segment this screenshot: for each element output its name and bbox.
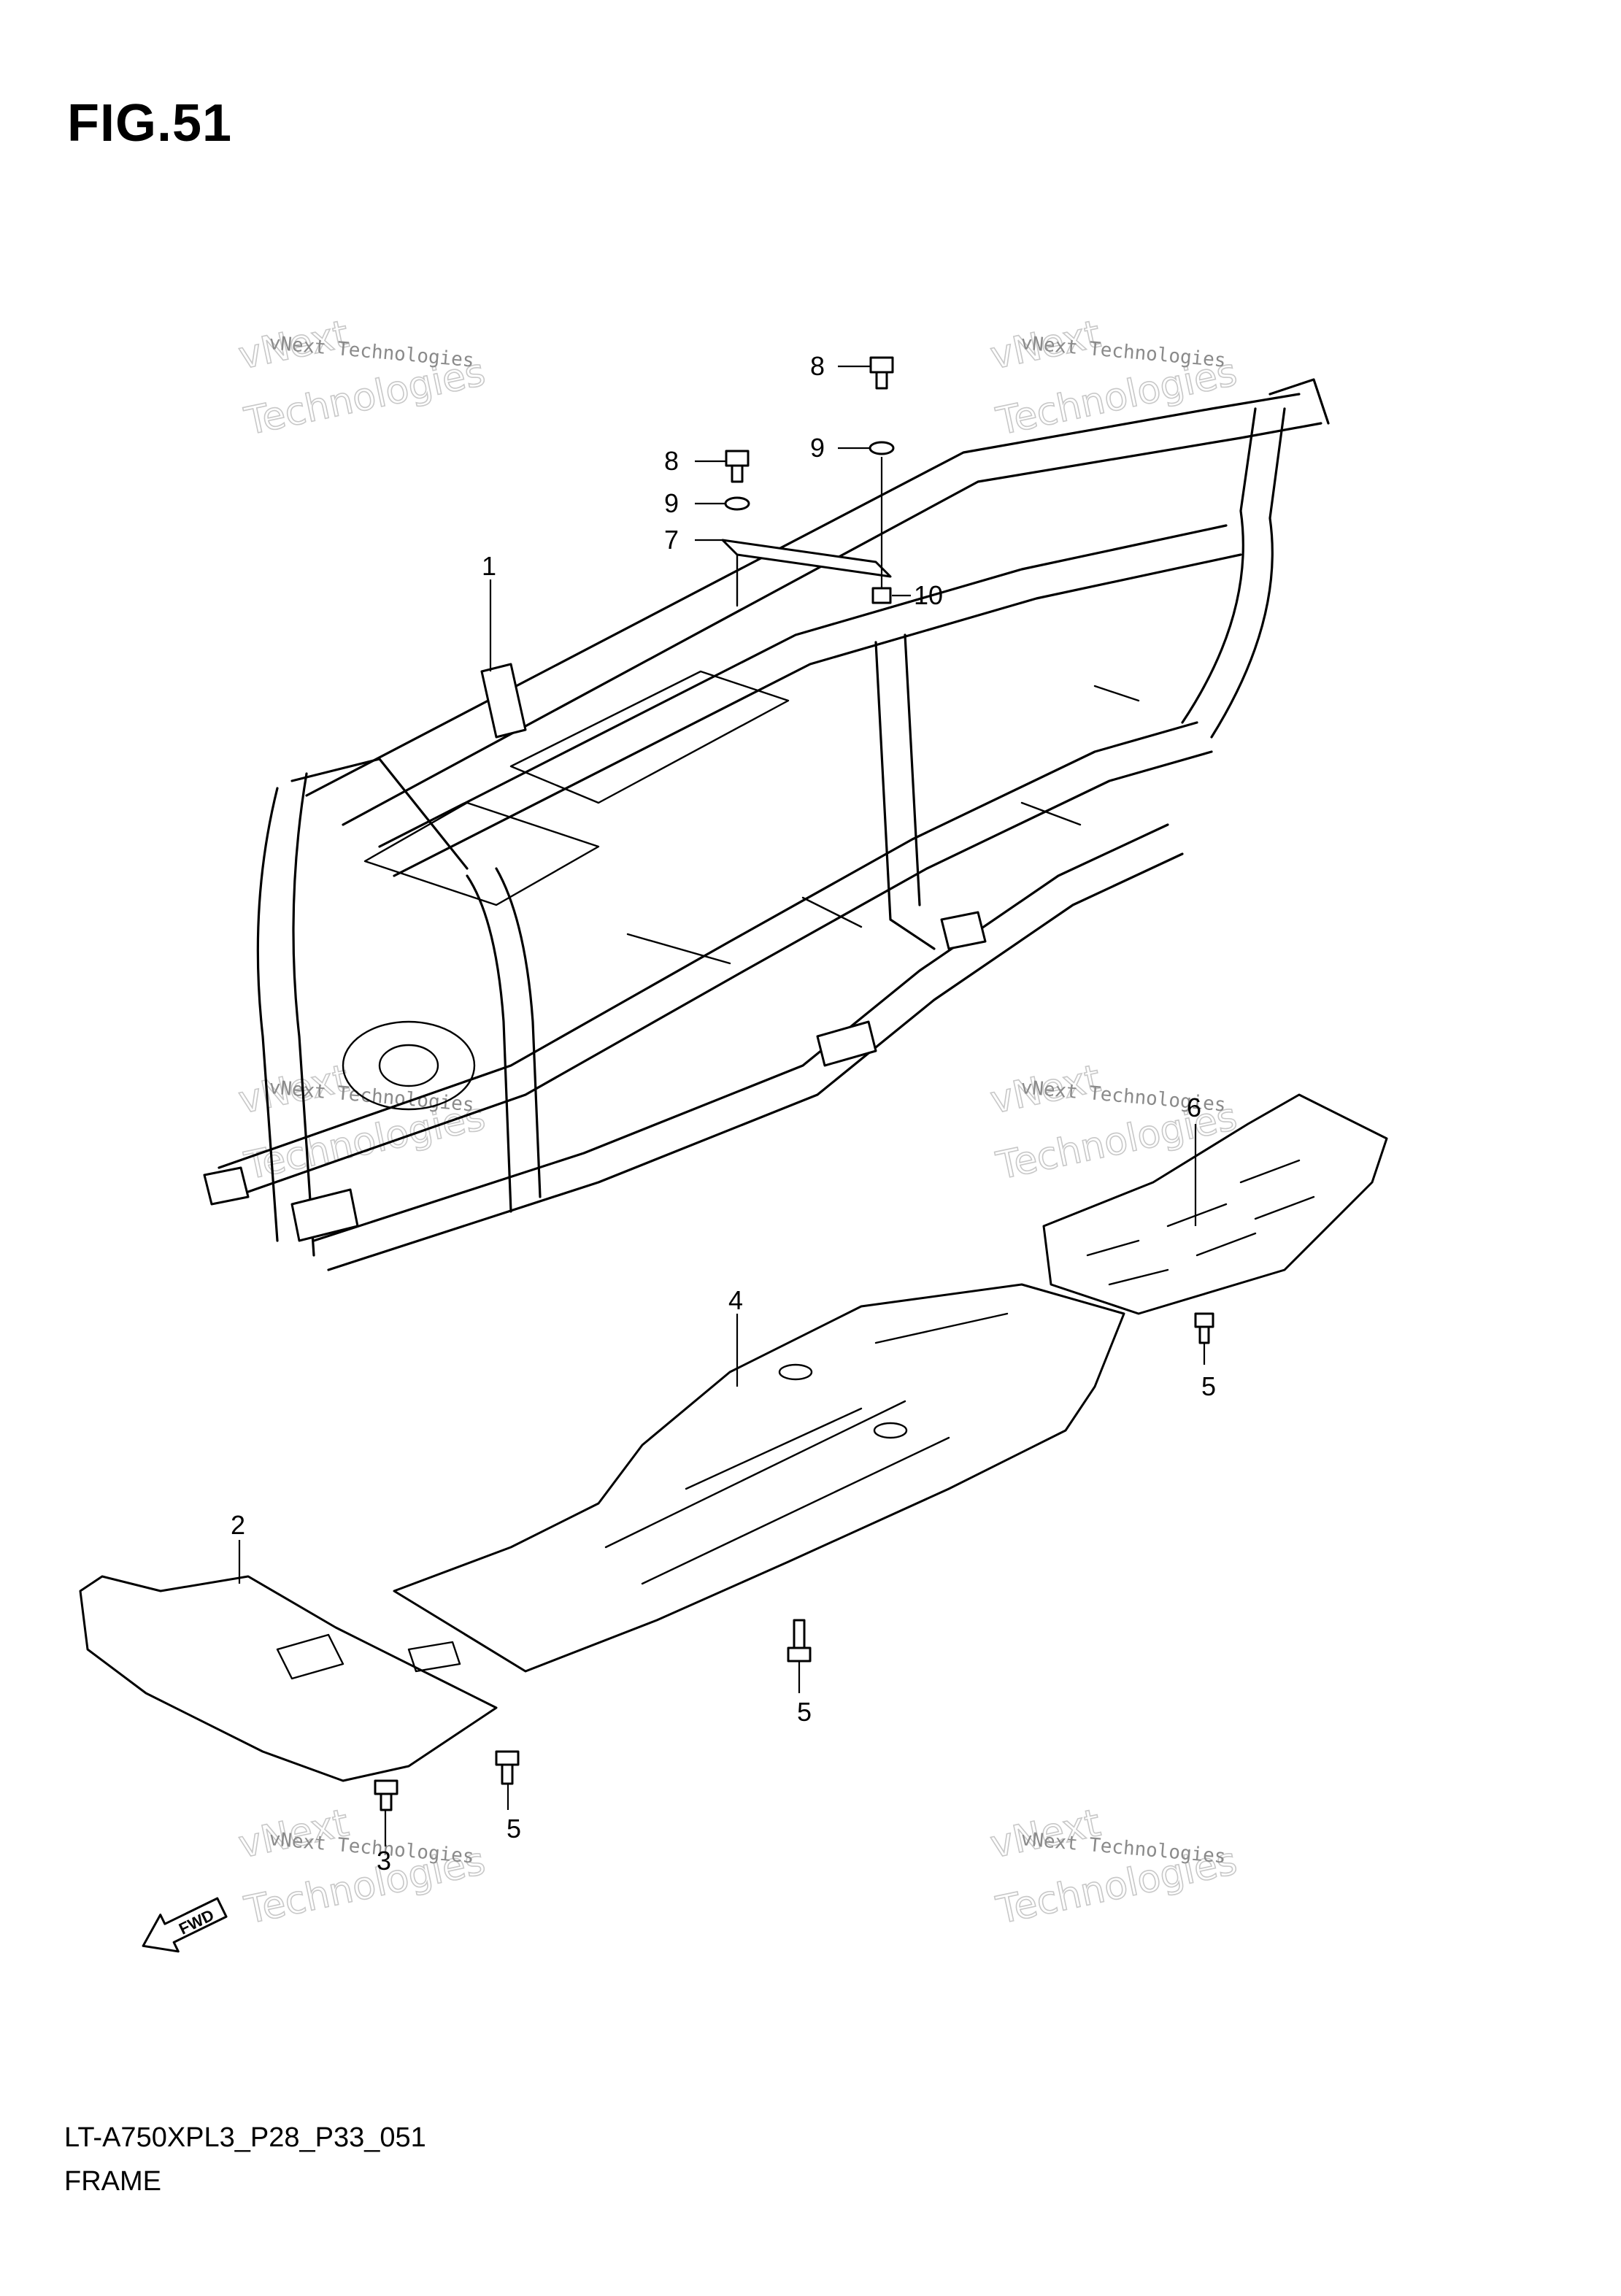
callout-4: 4: [728, 1285, 743, 1315]
callout-2: 2: [231, 1510, 245, 1540]
washer-9-right: [869, 441, 895, 455]
bolt-8-left: [725, 450, 750, 483]
collar-10: [871, 587, 892, 604]
bolt-8-right: [869, 356, 894, 390]
washer-9-left: [724, 496, 750, 511]
callout-10: 10: [914, 580, 943, 610]
part-2-front-skid-plate: [79, 1575, 498, 1782]
part-4-center-skid-plate: [393, 1283, 1125, 1673]
bolt-5-rear: [1194, 1312, 1214, 1344]
frame-assembly: [203, 378, 1330, 1271]
callout-3: 3: [377, 1846, 391, 1876]
callout-5-center: 5: [797, 1697, 812, 1727]
part-6-rear-skid-plate: [1042, 1093, 1388, 1315]
model-code: LT-A750XPL3_P28_P33_051: [64, 2122, 426, 2153]
section-name: FRAME: [64, 2166, 161, 2197]
bolt-5-front: [495, 1750, 520, 1785]
callout-5-rear: 5: [1201, 1371, 1216, 1401]
fwd-arrow-icon: FWD: [142, 1897, 228, 1953]
bolt-3-front: [374, 1779, 398, 1811]
bolt-5-center: [787, 1619, 812, 1663]
part-7-bracket-plate: [721, 539, 892, 607]
callout-8-left: 8: [664, 446, 679, 476]
callout-6: 6: [1187, 1093, 1201, 1122]
figure-title: FIG.51: [67, 94, 233, 153]
callout-8-right: 8: [810, 351, 825, 381]
callout-1: 1: [482, 551, 496, 581]
callout-7: 7: [664, 525, 679, 555]
callout-9-right: 9: [810, 433, 825, 463]
callout-5-front: 5: [507, 1814, 521, 1844]
callout-9-left: 9: [664, 488, 679, 518]
